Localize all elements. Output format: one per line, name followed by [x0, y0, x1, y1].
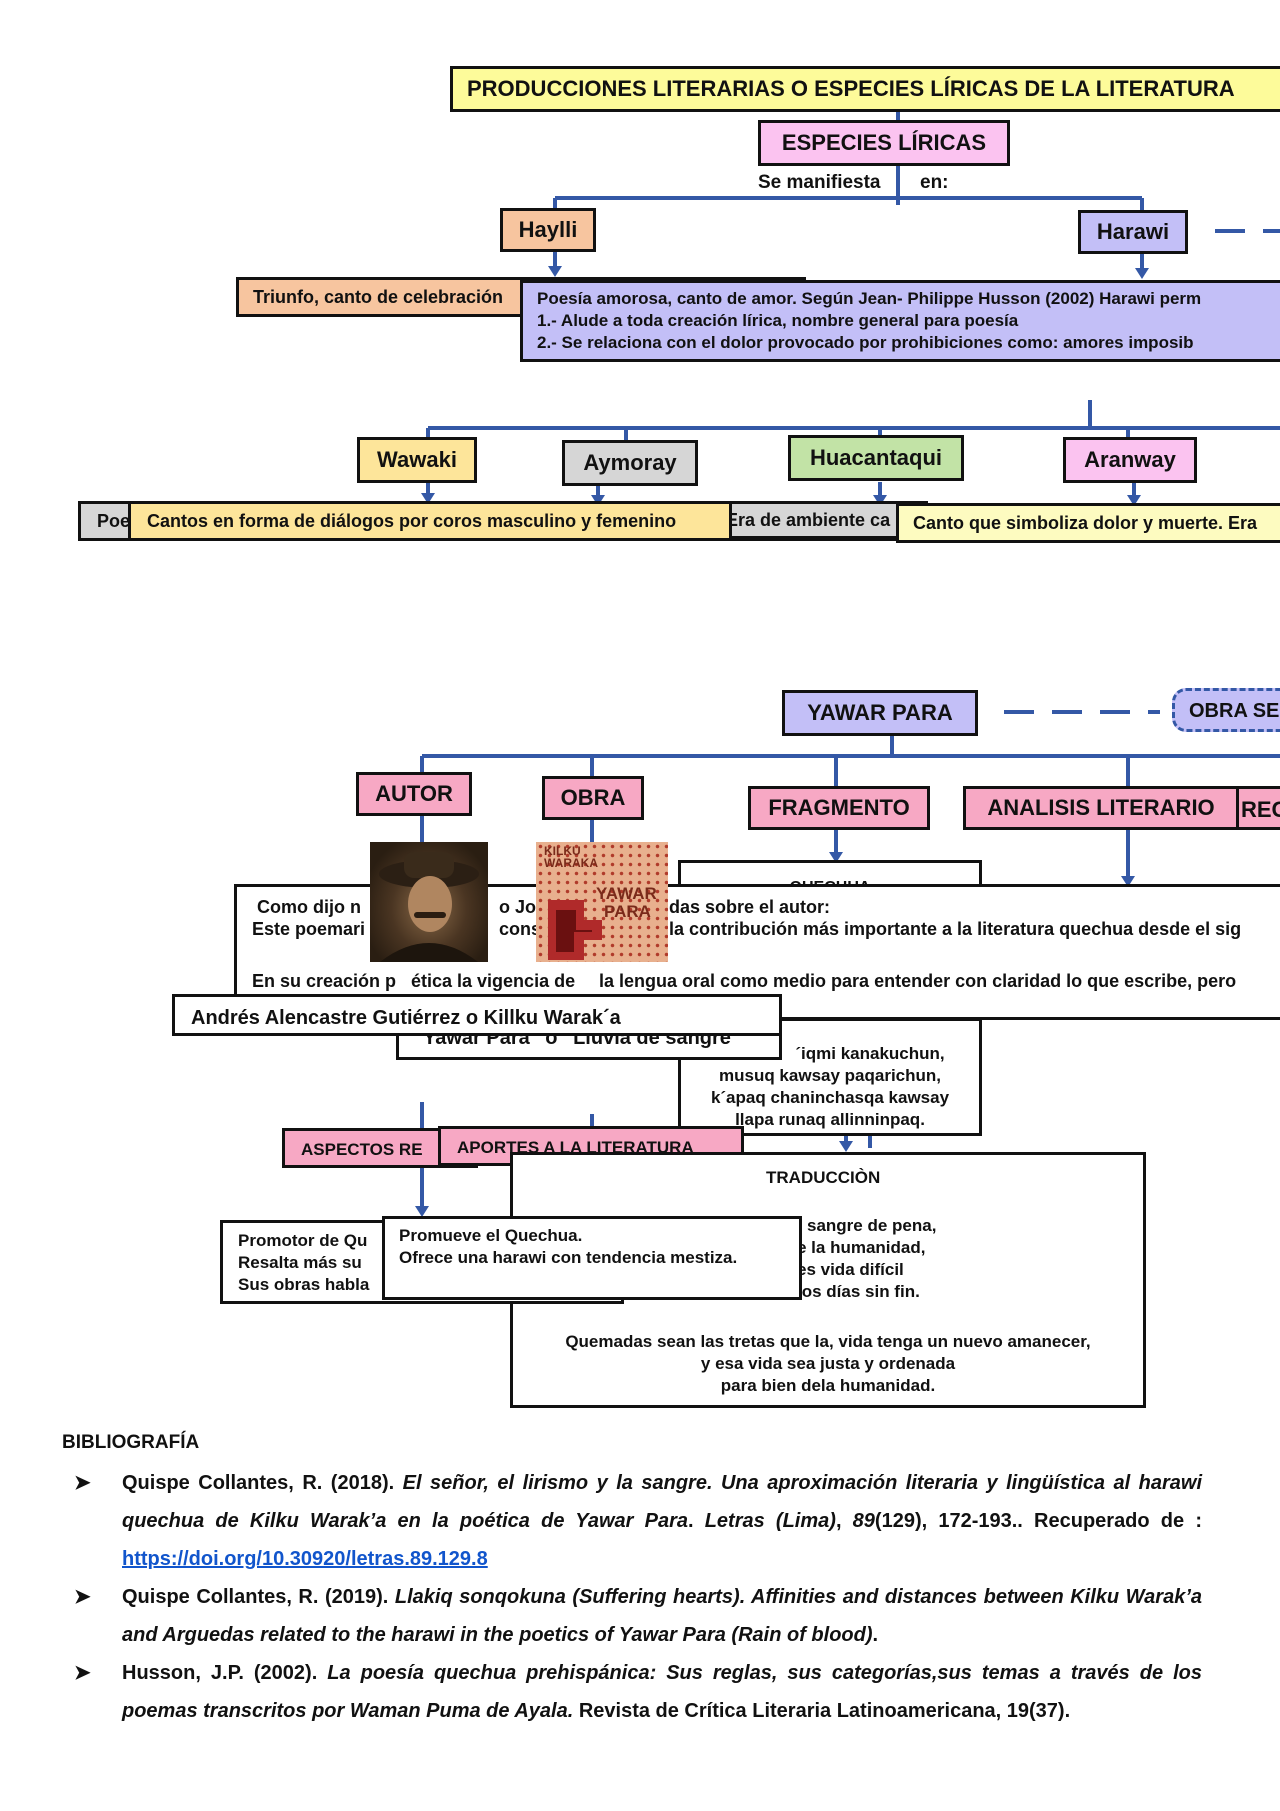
huacantaqui-box: Huacantaqui	[788, 435, 964, 481]
quechua-line-1: ´iqmi kanakuchun,	[795, 1044, 945, 1063]
especies-liricas-box: ESPECIES LÍRICAS	[758, 120, 1010, 166]
harawi-description: Poesía amorosa, canto de amor. Según Jea…	[520, 280, 1280, 362]
entry-3-rest: Revista de Crítica Literaria Latinoameri…	[578, 1700, 1071, 1722]
analysis-text-2c: la contribución más importante a la lite…	[669, 919, 1242, 939]
bibliography-entry-3: ➤ Husson, J.P. (2002). La poesía quechua…	[62, 1654, 1202, 1730]
entry-1-title: El señor, el lirismo y la sangre. Una ap…	[122, 1472, 1202, 1532]
obra-box: OBRA	[542, 776, 644, 820]
book-pattern-icon	[548, 900, 602, 960]
rec-box: REC	[1236, 786, 1280, 830]
bibliography-title: BIBLIOGRAFÍA	[62, 1432, 200, 1453]
doi-link[interactable]: https://doi.org/10.30920/letras.89.129.8	[122, 1548, 488, 1570]
arrow-bullet-icon: ➤	[74, 1586, 91, 1608]
haylli-box: Haylli	[500, 208, 596, 252]
analysis-text-3c: la lengua oral como medio para entender …	[599, 971, 1237, 991]
entry-1-rest: (129), 172-193.. Recuperado de :	[874, 1510, 1202, 1532]
traduccion-line-1: sangre de pena,	[807, 1216, 937, 1235]
wawaki-description: Cantos en forma de diálogos por coros ma…	[128, 501, 732, 541]
entry-2-lead: Quispe Collantes, R. (2019).	[122, 1586, 389, 1608]
entry-1-journal: Letras (Lima)	[704, 1510, 836, 1532]
analysis-text-2b: cons	[499, 919, 542, 939]
quechua-line-2: musuq kawsay paqarichun,	[718, 1066, 941, 1085]
traduccion-lines-2: Quemadas sean las tretas que la, vida te…	[513, 1331, 1143, 1397]
analysis-text-1a: Como dijo n	[257, 897, 361, 917]
aymoray-box: Aymoray	[562, 440, 698, 486]
entry-2-rest: .	[872, 1624, 879, 1646]
aranway-description: Canto que simboliza dolor y muerte. Era	[896, 503, 1280, 543]
traduccion-line-3: es vida difícil	[797, 1260, 904, 1279]
entry-1-sep2: ,	[835, 1510, 853, 1532]
arrow-bullet-icon: ➤	[74, 1662, 91, 1684]
traduccion-lines: sangre de pena, e la humanidad, es vida …	[797, 1215, 936, 1303]
entry-3-title: La poesía quechua prehispánica: Sus regl…	[122, 1662, 1202, 1722]
entry-3-lead: Husson, J.P. (2002).	[122, 1662, 318, 1684]
yawar-para-box: YAWAR PARA	[782, 690, 978, 736]
traduccion2-line-1: Quemadas sean las tretas que la, vida te…	[565, 1332, 1091, 1351]
quechua-line-3: k´apaq chaninchasqa kawsay	[710, 1088, 950, 1107]
book-title-2: WARAKA	[544, 856, 598, 870]
aranway-box: Aranway	[1063, 437, 1197, 483]
fragmento-box: FRAGMENTO	[748, 786, 930, 830]
author-name-box: Andrés Alencastre Gutiérrez o Killku War…	[172, 994, 782, 1036]
analysis-text-3a: En su creación p	[252, 971, 397, 991]
analysis-text-3b: ética la vigencia de	[411, 971, 576, 991]
analisis-literario-box: ANALISIS LITERARIO	[963, 786, 1239, 830]
promotor-line-1: Promotor de Qu	[238, 1231, 368, 1250]
arrow-bullet-icon: ➤	[74, 1472, 91, 1494]
author-portrait-icon	[379, 852, 479, 962]
quechua-line-4: llapa runaq allinninpaq.	[735, 1110, 925, 1129]
entry-1-volume: 89	[852, 1510, 875, 1532]
aportes-description-box: Promueve el Quechua. Ofrece una harawi c…	[382, 1216, 802, 1300]
se-manifiesta-label: Se manifiesta	[758, 172, 881, 193]
book-title-4: PARA	[604, 902, 651, 921]
autor-box: AUTOR	[356, 772, 472, 816]
author-photo	[370, 842, 488, 962]
aportes-line-1: Promueve el Quechua.	[399, 1226, 583, 1245]
en-label: en:	[920, 172, 949, 193]
wawaki-box: Wawaki	[357, 437, 477, 483]
analysis-text-1c: das sobre el autor:	[669, 897, 831, 917]
harawi-desc-line-2: 1.- Alude a toda creación lírica, nombre…	[537, 311, 1019, 330]
harawi-box: Harawi	[1078, 210, 1188, 254]
traduccion-title: TRADUCCIÒN	[766, 1168, 881, 1187]
entry-1-sep1: .	[687, 1510, 705, 1532]
traduccion2-line-3: para bien dela humanidad.	[720, 1376, 936, 1395]
aportes-line-2: Ofrece una harawi con tendencia mestiza.	[399, 1248, 738, 1267]
analysis-text-2a: Este poemari	[252, 919, 366, 939]
analysis-text-1b: o Jos	[499, 897, 547, 917]
promotor-line-2: Resalta más su	[238, 1253, 362, 1272]
book-title-1: KILKU	[544, 844, 581, 858]
bibliography-entry-1: ➤ Quispe Collantes, R. (2018). El señor,…	[62, 1464, 1202, 1578]
book-cover-image: KILKU WARAKA YAWAR PARA	[536, 842, 668, 962]
bibliography-list: ➤ Quispe Collantes, R. (2018). El señor,…	[62, 1464, 1202, 1730]
entry-1-lead: Quispe Collantes, R. (2018).	[122, 1472, 395, 1494]
traduccion2-line-2: y esa vida sea justa y ordenada	[700, 1354, 956, 1373]
promotor-line-3: Sus obras habla	[238, 1275, 370, 1294]
harawi-desc-line-1: Poesía amorosa, canto de amor. Según Jea…	[537, 289, 1202, 308]
traduccion-line-2: e la humanidad,	[797, 1238, 926, 1257]
traduccion-line-4: los días sin fin.	[797, 1282, 920, 1301]
main-title: PRODUCCIONES LITERARIAS O ESPECIES LÍRIC…	[450, 66, 1280, 112]
obra-se-box: OBRA SE	[1172, 688, 1280, 732]
book-title-3: YAWAR	[596, 884, 657, 903]
huacantaqui-description: Era de ambiente ca	[722, 501, 922, 539]
entry-2-title: Llakiq sonqokuna (Suffering hearts). Aff…	[122, 1586, 1202, 1646]
bibliography-entry-2: ➤ Quispe Collantes, R. (2019). Llakiq so…	[62, 1578, 1202, 1654]
harawi-desc-line-3: 2.- Se relaciona con el dolor provocado …	[537, 333, 1194, 352]
